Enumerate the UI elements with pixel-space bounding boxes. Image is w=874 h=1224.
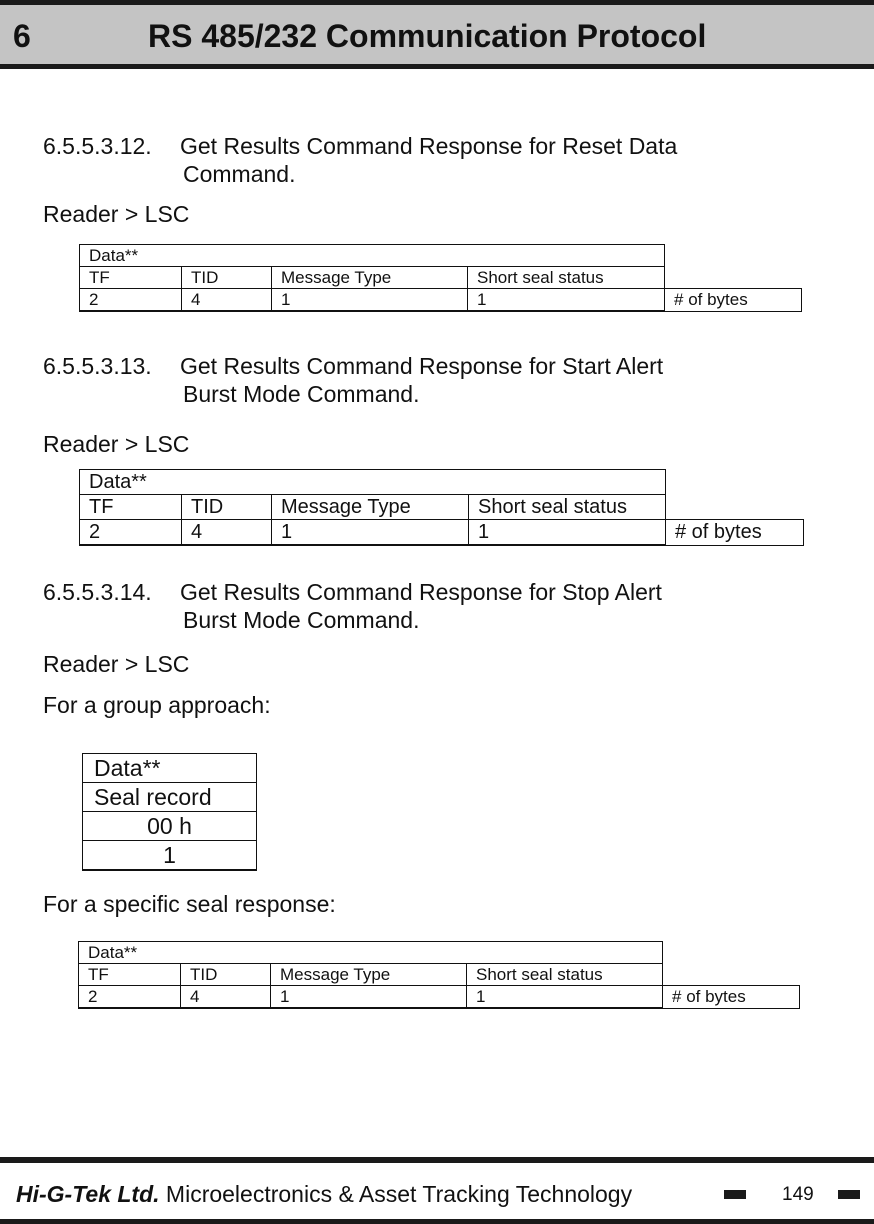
byte-count-cell: 1 (270, 985, 467, 1009)
group-approach-intro: For a group approach: (43, 692, 271, 718)
section-number: 6.5.5.3.14. (43, 579, 152, 605)
byte-count-cell: 4 (180, 985, 271, 1009)
specific-seal-intro: For a specific seal response: (43, 891, 336, 917)
byte-count-cell: 2 (78, 985, 181, 1009)
footer-text: Hi-G-Tek Ltd. Microelectronics & Asset T… (16, 1181, 632, 1208)
byte-count-cell: 1 (271, 288, 468, 312)
byte-count-cell: 1 (468, 519, 666, 546)
bytes-label-cell: # of bytes (664, 288, 803, 312)
column-header: TF (79, 494, 182, 520)
byte-count-cell: 1 (466, 288, 666, 312)
company-tagline: Microelectronics & Asset Tracking Techno… (165, 1181, 633, 1207)
byte-count-cell: 1 (465, 985, 664, 1009)
column-header: Short seal status (465, 963, 664, 986)
footer-bottom-rule (0, 1219, 874, 1224)
byte-count-cell: 4 (181, 288, 272, 312)
frame-table-specific-seal: Data** TF TID Message Type Short seal st… (77, 941, 801, 1009)
section-title-line1: Get Results Command Response for Start A… (180, 353, 664, 379)
section-title-line2: Command. (183, 161, 296, 187)
group-frame-table: Data** Seal record 00 h 1 (82, 753, 257, 871)
group-header-cell: Data** (82, 753, 257, 783)
column-header: TID (180, 963, 271, 986)
section-heading-14: 6.5.5.3.14. Get Results Command Response … (43, 578, 662, 634)
section-title-line1: Get Results Command Response for Stop Al… (180, 579, 662, 605)
footer-rule (0, 1157, 874, 1163)
chapter-number: 6 (13, 18, 31, 54)
group-header-cell: Data** (78, 244, 666, 267)
column-header: Message Type (271, 266, 468, 289)
section-number: 6.5.5.3.13. (43, 353, 152, 379)
section-title-line1: Get Results Command Response for Reset D… (180, 133, 678, 159)
column-header: Message Type (270, 963, 467, 986)
company-name: Hi-G-Tek Ltd. (16, 1181, 160, 1207)
column-header: Short seal status (466, 266, 666, 289)
column-header: Short seal status (468, 494, 666, 520)
byte-count-cell: 4 (181, 519, 272, 546)
group-header-cell: Data** (77, 941, 664, 964)
frame-table-start-alert: Data** TF TID Message Type Short seal st… (79, 469, 804, 546)
section-heading-13: 6.5.5.3.13. Get Results Command Response … (43, 352, 663, 408)
bytes-label-cell: # of bytes (662, 985, 801, 1009)
section-title-line2: Burst Mode Command. (183, 381, 420, 407)
page-marker-left (724, 1190, 746, 1199)
section-heading-12: 6.5.5.3.12. Get Results Command Response … (43, 132, 677, 188)
group-header-cell: Data** (79, 469, 666, 495)
field-name-cell: Seal record (82, 782, 257, 812)
byte-count-cell: 1 (82, 840, 257, 871)
chapter-header: 6 RS 485/232 Communication Protocol (0, 5, 874, 69)
column-header: TID (181, 494, 272, 520)
page-number: 149 (782, 1184, 814, 1205)
byte-count-cell: 2 (79, 519, 182, 546)
column-header: Message Type (271, 494, 469, 520)
bytes-label-cell: # of bytes (665, 519, 804, 546)
chapter-title: RS 485/232 Communication Protocol (148, 18, 707, 54)
header-top-rule (0, 0, 874, 5)
section-title-line2: Burst Mode Command. (183, 607, 420, 633)
column-header: TID (181, 266, 272, 289)
frame-table-reset-data: Data** TF TID Message Type Short seal st… (78, 244, 803, 312)
direction-label: Reader > LSC (43, 431, 190, 457)
field-value-cell: 00 h (82, 811, 257, 841)
direction-label: Reader > LSC (43, 201, 190, 227)
section-number: 6.5.5.3.12. (43, 133, 152, 159)
direction-label: Reader > LSC (43, 651, 190, 677)
byte-count-cell: 1 (271, 519, 469, 546)
byte-count-cell: 2 (79, 288, 182, 312)
column-header: TF (78, 963, 181, 986)
column-header: TF (79, 266, 182, 289)
page-marker-right (838, 1190, 860, 1199)
